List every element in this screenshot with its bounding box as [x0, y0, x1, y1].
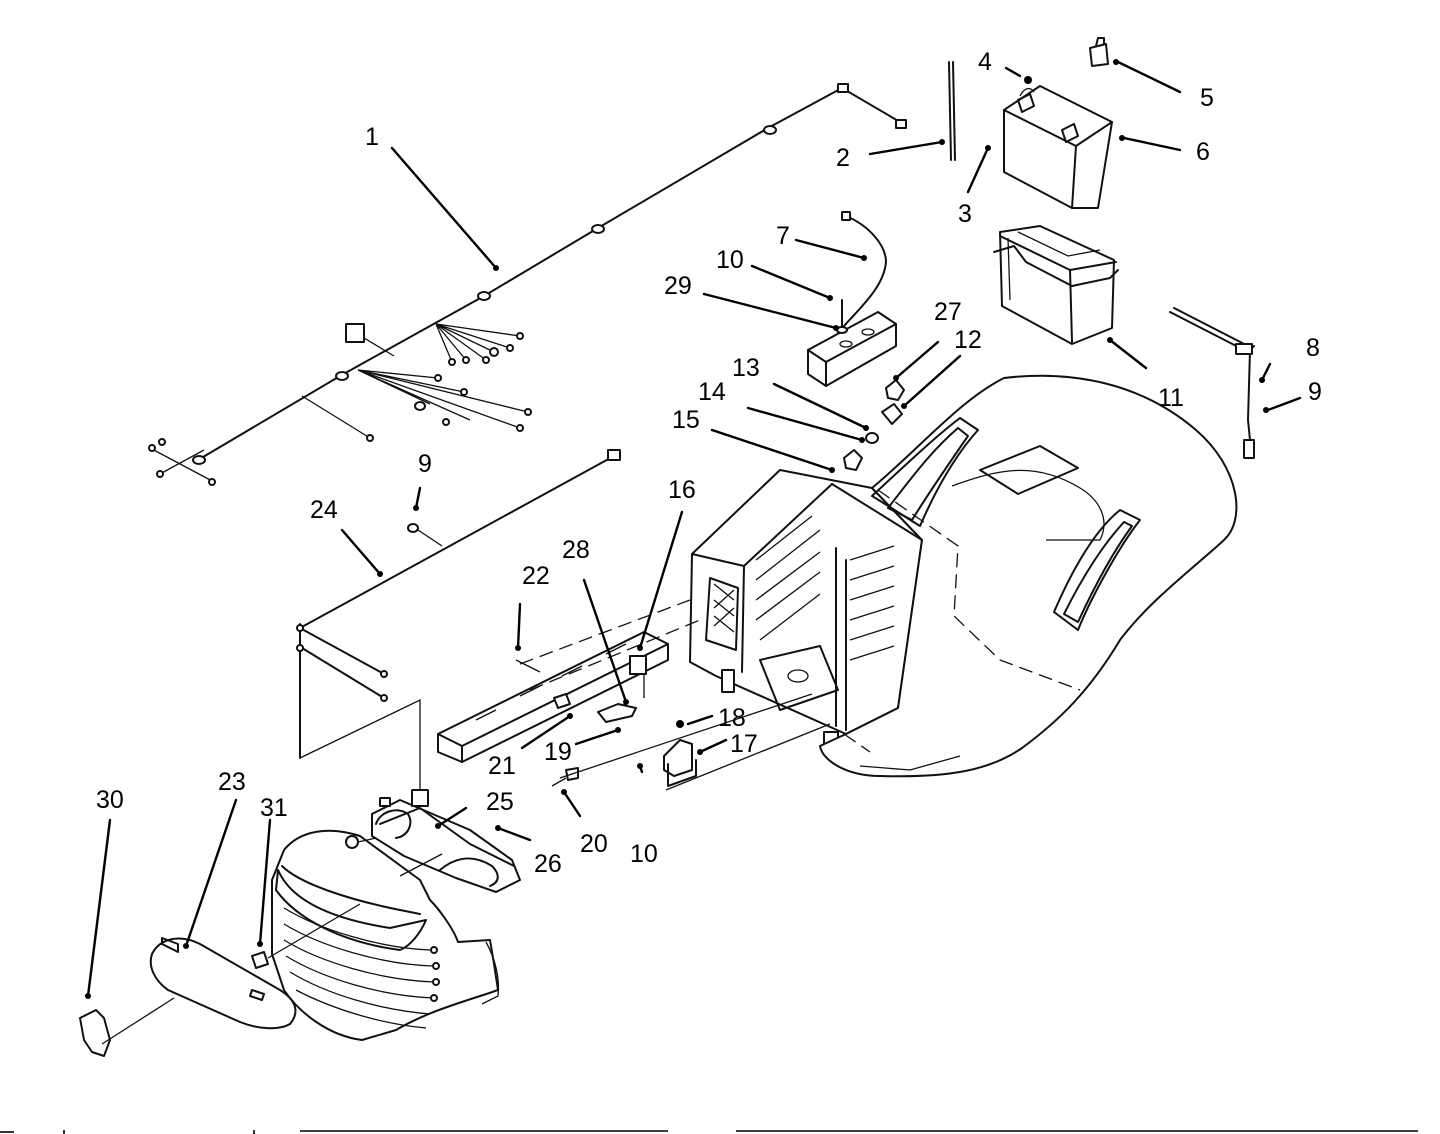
callout-4: 4: [978, 48, 992, 76]
callout-3: 3: [958, 200, 972, 228]
callout-24: 24: [310, 496, 338, 524]
bumper-icon: [79, 903, 361, 1057]
callout-22: 22: [522, 562, 550, 590]
callout-20: 20: [580, 830, 608, 858]
callout-17: 17: [730, 730, 758, 758]
nut-icon: [407, 523, 419, 533]
mount-bracket-icon: [807, 299, 897, 387]
battery-icon: [948, 37, 1113, 209]
callout-10-bottom: 10: [630, 840, 658, 868]
callout-1: 1: [365, 123, 379, 151]
frame-rail-icon: [437, 599, 701, 763]
nut-leader-icon: [417, 529, 443, 547]
hood-grille-icon: [271, 829, 500, 1041]
callout-21: 21: [488, 752, 516, 780]
leader-lines: [85, 59, 1302, 999]
callout-8: 8: [1306, 334, 1320, 362]
cable-end-icon: [841, 211, 851, 221]
battery-tray-icon: [993, 225, 1119, 345]
callout-9-left: 9: [418, 450, 432, 478]
callout-2: 2: [836, 144, 850, 172]
callout-14: 14: [698, 378, 726, 406]
callout-26: 26: [534, 850, 562, 878]
fender-icon: [819, 374, 1238, 778]
fuse-wire-icon: [1169, 307, 1255, 459]
callout-13: 13: [732, 354, 760, 382]
callout-29: 29: [664, 272, 692, 300]
callout-5: 5: [1200, 84, 1214, 112]
callout-27: 27: [934, 298, 962, 326]
lamp-wire-icon: [296, 449, 621, 790]
switch-parts-icon: [843, 379, 905, 471]
callout-7: 7: [776, 222, 790, 250]
callout-25: 25: [486, 788, 514, 816]
callout-15: 15: [672, 406, 700, 434]
headlight-icon: [345, 789, 521, 893]
callout-28: 28: [562, 536, 590, 564]
callout-18: 18: [718, 704, 746, 732]
solenoid-icon: [551, 655, 831, 791]
wire-harness-icon: [148, 83, 907, 486]
battery-cable-icon: [843, 215, 887, 327]
callout-31: 31: [260, 794, 288, 822]
callout-19: 19: [544, 738, 572, 766]
callout-6: 6: [1196, 138, 1210, 166]
page-footer-rules: [0, 1130, 1418, 1134]
callout-labels: 1 2 3 4 5 6 7 8 9 9 10 10 11 12 13 14 15…: [96, 48, 1322, 878]
callout-16: 16: [668, 476, 696, 504]
callout-11: 11: [1158, 384, 1184, 412]
callout-9-right: 9: [1308, 378, 1322, 406]
callout-10-top: 10: [716, 246, 744, 274]
callout-30: 30: [96, 786, 124, 814]
callout-12: 12: [954, 326, 982, 354]
callout-23: 23: [218, 768, 246, 796]
